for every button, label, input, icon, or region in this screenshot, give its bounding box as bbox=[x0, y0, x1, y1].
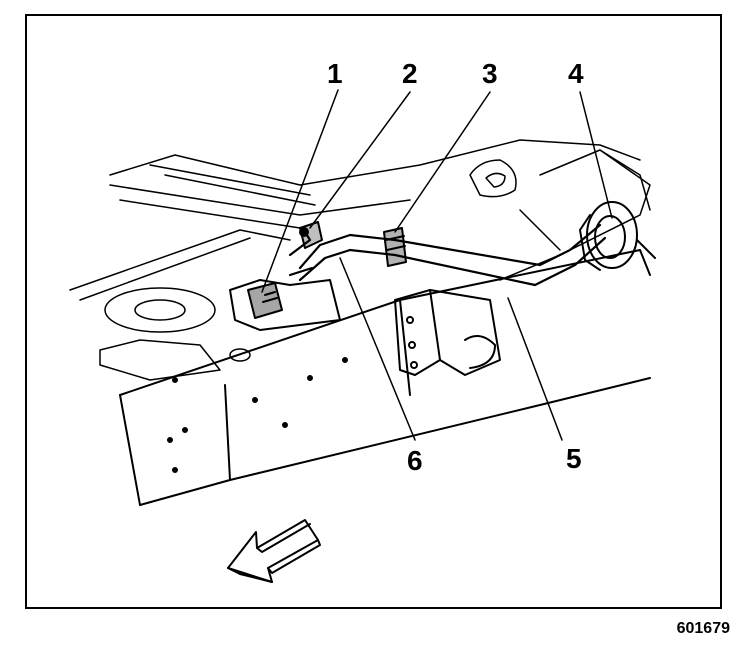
callout-1: 1 bbox=[327, 58, 343, 89]
pipe-clamp-front bbox=[299, 221, 323, 249]
converter-outlet bbox=[229, 279, 341, 331]
vehicle-underbody bbox=[69, 139, 651, 381]
muffler-inlet-flange bbox=[579, 201, 656, 271]
callout-5: 5 bbox=[566, 443, 582, 474]
callout-2: 2 bbox=[402, 58, 418, 89]
callout-3: 3 bbox=[482, 58, 498, 89]
frame-rail bbox=[119, 249, 651, 506]
callout-6: 6 bbox=[407, 445, 423, 476]
leader-lines bbox=[261, 89, 613, 441]
figure-id: 601679 bbox=[676, 620, 730, 637]
callout-4: 4 bbox=[568, 58, 584, 89]
mount-bracket bbox=[394, 289, 501, 376]
front-arrow-icon bbox=[227, 519, 321, 583]
diagram-frame bbox=[25, 14, 722, 609]
exhaust-pipe bbox=[288, 223, 607, 287]
pipe-clamp-rear bbox=[383, 227, 407, 267]
